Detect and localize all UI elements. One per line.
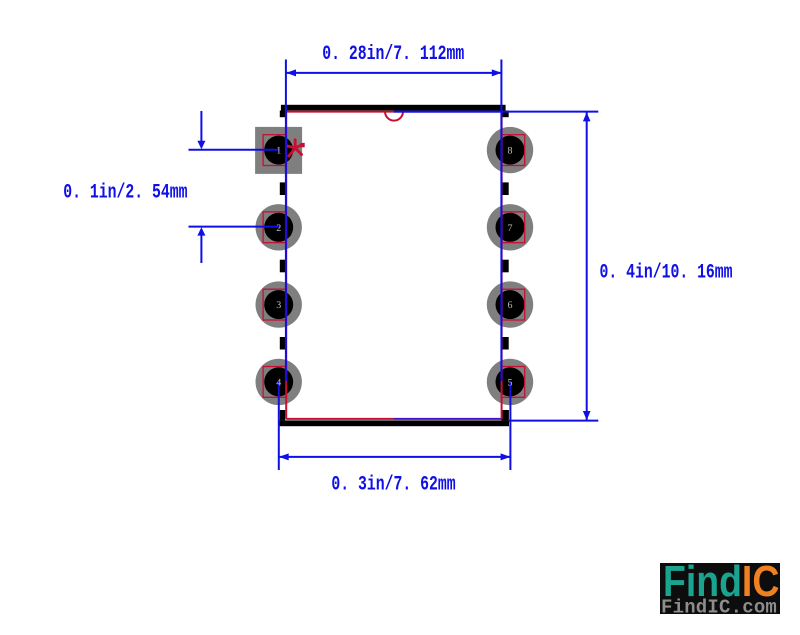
svg-text:FindIC.com: FindIC.com bbox=[661, 597, 777, 619]
svg-text:5: 5 bbox=[508, 378, 513, 389]
svg-text:2: 2 bbox=[276, 223, 281, 234]
svg-text:3: 3 bbox=[276, 300, 281, 311]
svg-text:6: 6 bbox=[508, 300, 513, 311]
svg-text:0. 3in/7. 62mm: 0. 3in/7. 62mm bbox=[331, 474, 455, 497]
svg-text:8: 8 bbox=[508, 146, 513, 157]
svg-text:1: 1 bbox=[276, 146, 281, 157]
svg-text:0. 28in/7. 112mm: 0. 28in/7. 112mm bbox=[322, 43, 464, 66]
svg-text:0. 1in/2. 54mm: 0. 1in/2. 54mm bbox=[63, 181, 187, 204]
svg-text:7: 7 bbox=[508, 223, 513, 234]
svg-text:FindIC: FindIC bbox=[663, 556, 779, 606]
svg-text:4: 4 bbox=[276, 378, 281, 389]
svg-text:0. 4in/10. 16mm: 0. 4in/10. 16mm bbox=[599, 262, 732, 285]
